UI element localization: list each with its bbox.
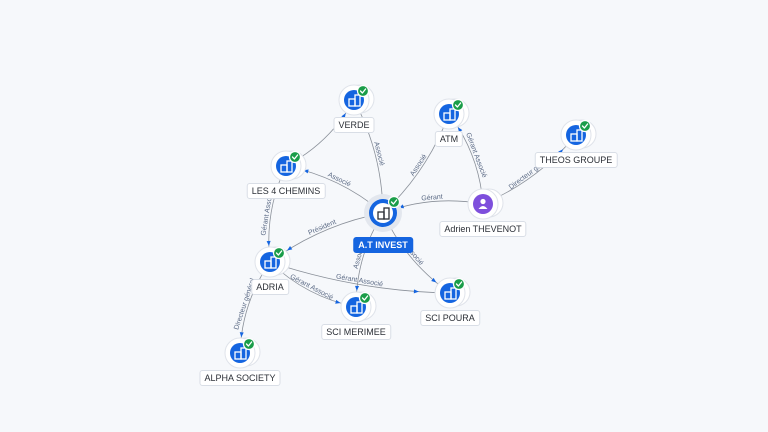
verified-check-icon (242, 337, 256, 351)
edge-label: Associé (372, 141, 385, 167)
building-icon (234, 347, 247, 360)
node-label-at-invest[interactable]: A.T INVEST (353, 237, 413, 253)
node-label-atm[interactable]: ATM (434, 131, 464, 147)
building-icon (377, 207, 390, 220)
edge-label: Président (307, 219, 337, 237)
edge-arrow-icon (287, 246, 293, 251)
building-icon (443, 108, 456, 121)
verified-check-icon (387, 195, 401, 209)
verified-check-icon (452, 277, 466, 291)
node-les4[interactable] (270, 150, 307, 182)
node-verde[interactable] (338, 84, 375, 116)
building-icon (444, 287, 457, 300)
edge-arrow-icon (558, 149, 564, 155)
edge-arrow-icon (335, 299, 341, 304)
edge-arrow-icon (431, 277, 437, 283)
edge-label: Gérant Associé (464, 132, 487, 179)
verified-check-icon (288, 150, 302, 164)
node-merimee[interactable] (340, 291, 377, 323)
edge-arrow-icon (413, 289, 419, 294)
verified-check-icon (356, 84, 370, 98)
node-poura[interactable] (434, 277, 471, 309)
node-label-adria[interactable]: ADRIA (251, 279, 289, 295)
edge-arrow-icon (239, 332, 244, 338)
building-icon (280, 160, 293, 173)
verified-check-icon (358, 291, 372, 305)
node-layer (224, 84, 597, 369)
verified-check-icon (272, 246, 286, 260)
edge-label: Associé (409, 153, 428, 177)
edge-arrow-icon (355, 285, 360, 291)
building-icon (264, 256, 277, 269)
building-icon (570, 129, 583, 142)
node-label-merimee[interactable]: SCI MERIMEE (321, 324, 391, 340)
node-label-adrien[interactable]: Adrien THEVENOT (439, 221, 527, 237)
node-label-alpha[interactable]: ALPHA SOCIETY (199, 370, 281, 386)
node-adrien[interactable] (467, 188, 504, 220)
edge-arrow-icon (266, 240, 271, 247)
node-atm[interactable] (433, 98, 470, 130)
node-alpha[interactable] (224, 337, 261, 369)
edge-label: Gérant (421, 194, 443, 203)
node-label-les4[interactable]: LES 4 CHEMINS (246, 183, 326, 199)
node-theos[interactable] (560, 119, 597, 151)
edge-label: Gérant Associé (335, 273, 383, 288)
node-at-invest[interactable] (364, 194, 402, 232)
building-icon (348, 94, 361, 107)
node-label-theos[interactable]: THEOS GROUPE (534, 152, 618, 168)
verified-check-icon (451, 98, 465, 112)
person-icon (478, 198, 488, 209)
building-icon (350, 301, 363, 314)
node-label-verde[interactable]: VERDE (333, 117, 375, 133)
node-adria[interactable] (254, 246, 291, 278)
node-label-poura[interactable]: SCI POURA (420, 310, 480, 326)
verified-check-icon (578, 119, 592, 133)
